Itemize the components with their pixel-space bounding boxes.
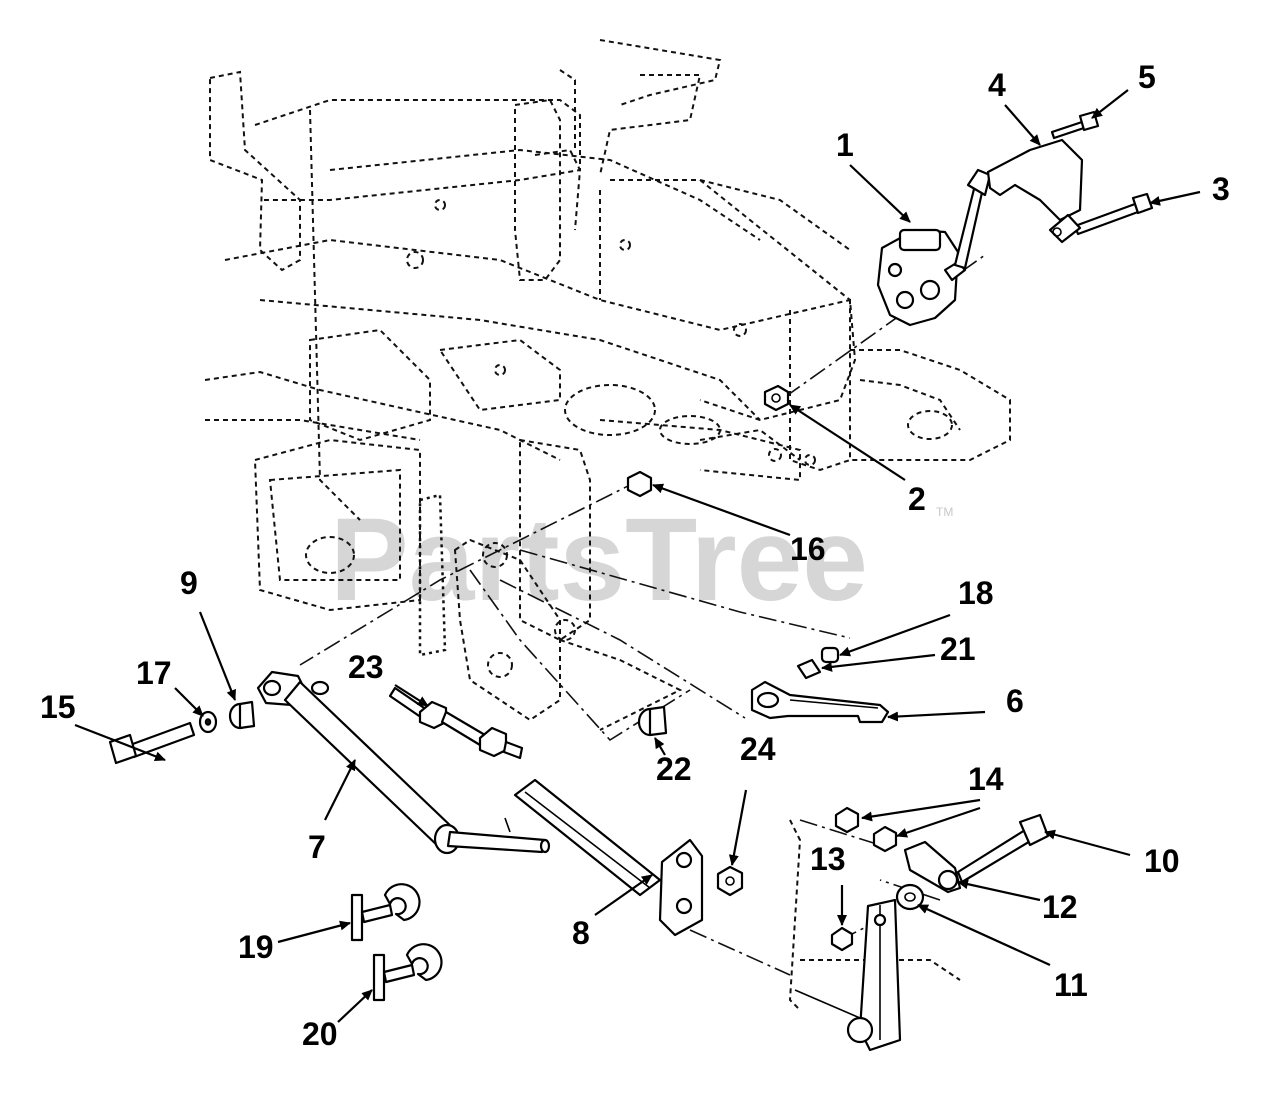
callout-10: 10 <box>1144 843 1180 879</box>
hydraulic-valve <box>876 168 992 327</box>
callout-3: 3 <box>1212 171 1230 207</box>
spacer-18 <box>820 646 840 664</box>
callouts: 1 2 3 4 5 6 7 8 9 10 11 12 13 14 15 16 1… <box>40 59 1230 1052</box>
callout-2: 2 <box>908 481 926 517</box>
bushing-22 <box>637 705 668 737</box>
callout-9: 9 <box>180 565 198 601</box>
fitting-23 <box>388 686 524 760</box>
leader-lines <box>74 89 1201 1023</box>
callout-23: 23 <box>348 649 384 685</box>
callout-14: 14 <box>968 761 1004 797</box>
alignment-lines <box>299 254 986 976</box>
callout-7: 7 <box>308 829 326 865</box>
pivot-shaft-8 <box>513 778 704 937</box>
bolt-10 <box>956 813 1050 884</box>
clip-19 <box>350 883 421 942</box>
nut-24 <box>716 865 744 897</box>
callout-20: 20 <box>302 1016 338 1052</box>
callout-18: 18 <box>958 575 994 611</box>
watermark-text: PartsTree <box>330 494 868 626</box>
callout-6: 6 <box>1006 683 1024 719</box>
watermark: PartsTree TM <box>330 494 953 626</box>
spacer-9 <box>228 700 256 730</box>
callout-15: 15 <box>40 689 76 725</box>
callout-19: 19 <box>238 929 274 965</box>
callout-13: 13 <box>810 841 846 877</box>
hydraulic-cylinder-7 <box>256 670 551 855</box>
callout-8: 8 <box>572 915 590 951</box>
callout-21: 21 <box>940 631 976 667</box>
nut-2 <box>763 384 790 412</box>
mounting-bracket-4 <box>986 138 1084 244</box>
rod-end-12 <box>903 840 962 894</box>
watermark-tm: TM <box>936 505 953 519</box>
callout-16: 16 <box>790 531 826 567</box>
callout-22: 22 <box>656 751 692 787</box>
callout-5: 5 <box>1138 59 1156 95</box>
callout-17: 17 <box>136 655 172 691</box>
washer-21 <box>796 658 822 680</box>
nuts-14 <box>834 806 898 853</box>
washer-17 <box>198 710 218 734</box>
lift-link-6 <box>750 680 890 724</box>
bolt-3 <box>1073 192 1154 236</box>
nut-13 <box>830 926 854 952</box>
clip-20 <box>372 943 443 1002</box>
washer-11 <box>895 883 925 911</box>
callout-11: 11 <box>1054 967 1088 1003</box>
callout-12: 12 <box>1042 889 1078 925</box>
callout-4: 4 <box>988 67 1006 103</box>
tractor-frame <box>204 39 1011 1011</box>
mounting-plate <box>794 898 902 1052</box>
screw-5 <box>1050 110 1100 140</box>
nut-16 <box>626 470 653 498</box>
callout-1: 1 <box>836 127 854 163</box>
callout-24: 24 <box>740 731 776 767</box>
